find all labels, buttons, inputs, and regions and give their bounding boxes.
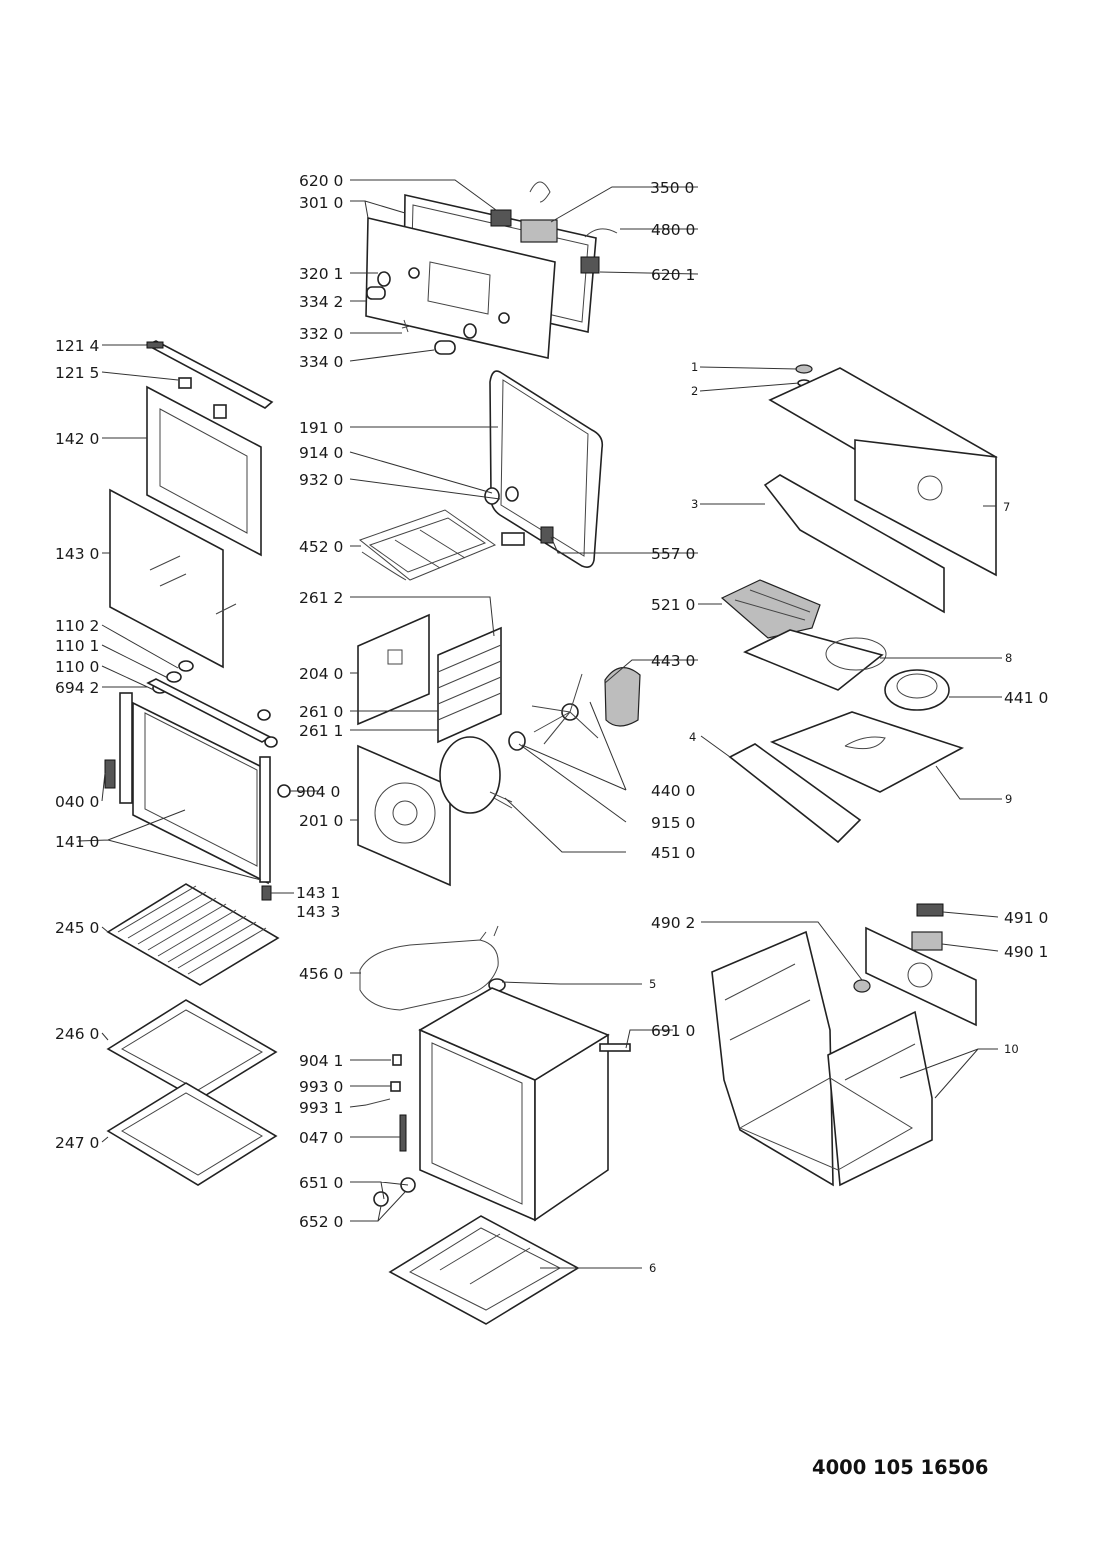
callout-3: 3 xyxy=(691,497,698,511)
grill-element-part xyxy=(358,486,554,581)
panel-controls-parts xyxy=(366,181,618,355)
callout-7: 7 xyxy=(1003,500,1010,514)
callout-320-1: 320 1 xyxy=(299,265,343,283)
callout-521-0: 521 0 xyxy=(651,596,695,614)
callout-694-2: 694 2 xyxy=(55,679,99,697)
callout-261-1: 261 1 xyxy=(299,722,343,740)
callout-557-0: 557 0 xyxy=(651,545,695,563)
fan-cover-parts xyxy=(357,736,513,887)
callout-452-0: 452 0 xyxy=(299,538,343,556)
callout-6: 6 xyxy=(649,1261,656,1275)
side-runner-parts xyxy=(357,613,502,744)
callout-993-1: 993 1 xyxy=(299,1099,343,1117)
callout-121-5: 121 5 xyxy=(55,364,99,382)
callout-141-0: 141 0 xyxy=(55,833,99,851)
callout-110-0: 110 0 xyxy=(55,658,99,676)
plate-parts xyxy=(728,711,965,844)
callout-121-4: 121 4 xyxy=(55,337,99,355)
callout-labels: 620 0 301 0 350 0 480 0 320 1 620 1 334 … xyxy=(55,172,1048,1275)
callout-932-0: 932 0 xyxy=(299,471,343,489)
callout-620-0: 620 0 xyxy=(299,172,343,190)
callout-490-2: 490 2 xyxy=(651,914,695,932)
callout-490-1: 490 1 xyxy=(1004,943,1048,961)
callout-441-0: 441 0 xyxy=(1004,689,1048,707)
callout-904-1: 904 1 xyxy=(299,1052,343,1070)
callout-443-0: 443 0 xyxy=(651,652,695,670)
callout-915-0: 915 0 xyxy=(651,814,695,832)
callout-245-0: 245 0 xyxy=(55,919,99,937)
callout-440-0: 440 0 xyxy=(651,782,695,800)
door-seal-part xyxy=(489,370,604,568)
callout-491-0: 491 0 xyxy=(1004,909,1048,927)
callout-8: 8 xyxy=(1005,651,1012,665)
callout-9: 9 xyxy=(1005,792,1012,806)
callout-110-1: 110 1 xyxy=(55,637,99,655)
callout-651-0: 651 0 xyxy=(299,1174,343,1192)
leader-lines xyxy=(77,179,1002,1269)
callout-246-0: 246 0 xyxy=(55,1025,99,1043)
control-panel-frame-part xyxy=(365,194,597,359)
callout-040-0: 040 0 xyxy=(55,793,99,811)
callout-334-0: 334 0 xyxy=(299,353,343,371)
callout-904-0: 904 0 xyxy=(296,783,340,801)
top-panel-parts xyxy=(763,364,998,614)
callout-652-0: 652 0 xyxy=(299,1213,343,1231)
callout-261-2: 261 2 xyxy=(299,589,343,607)
callout-10: 10 xyxy=(1004,1042,1019,1056)
electronic-board-part xyxy=(720,579,821,639)
outer-casing-part xyxy=(711,930,933,1187)
rear-panel-parts xyxy=(853,903,977,1027)
callout-451-0: 451 0 xyxy=(651,844,695,862)
callout-5: 5 xyxy=(649,977,656,991)
callout-993-0: 993 0 xyxy=(299,1078,343,1096)
callout-691-0: 691 0 xyxy=(651,1022,695,1040)
callout-204-0: 204 0 xyxy=(299,665,343,683)
oven-shelves-parts xyxy=(106,883,280,1186)
callout-143-1: 143 1 xyxy=(296,884,340,902)
callout-4: 4 xyxy=(689,730,696,744)
base-tray-part xyxy=(388,1215,580,1325)
callout-143-0: 143 0 xyxy=(55,545,99,563)
oven-cavity-part xyxy=(365,987,631,1222)
callout-2: 2 xyxy=(691,384,698,398)
callout-143-3: 143 3 xyxy=(296,903,340,921)
callout-350-0: 350 0 xyxy=(650,179,694,197)
callout-191-0: 191 0 xyxy=(299,419,343,437)
callout-047-0: 047 0 xyxy=(299,1129,343,1147)
callout-110-2: 110 2 xyxy=(55,617,99,635)
callout-456-0: 456 0 xyxy=(299,965,343,983)
door-frame-parts xyxy=(104,660,291,901)
callout-1: 1 xyxy=(691,360,698,374)
callout-261-0: 261 0 xyxy=(299,703,343,721)
fan-housing-parts xyxy=(743,629,950,711)
callout-914-0: 914 0 xyxy=(299,444,343,462)
callout-301-0: 301 0 xyxy=(299,194,343,212)
document-number: 4000 105 16506 xyxy=(812,1456,989,1479)
door-parts-upper xyxy=(109,340,274,669)
callout-332-0: 332 0 xyxy=(299,325,343,343)
fan-motor-parts xyxy=(508,667,641,751)
callout-142-0: 142 0 xyxy=(55,430,99,448)
callout-247-0: 247 0 xyxy=(55,1134,99,1152)
callout-480-0: 480 0 xyxy=(651,221,695,239)
callout-334-2: 334 2 xyxy=(299,293,343,311)
callout-201-0: 201 0 xyxy=(299,812,343,830)
callout-620-1: 620 1 xyxy=(651,266,695,284)
